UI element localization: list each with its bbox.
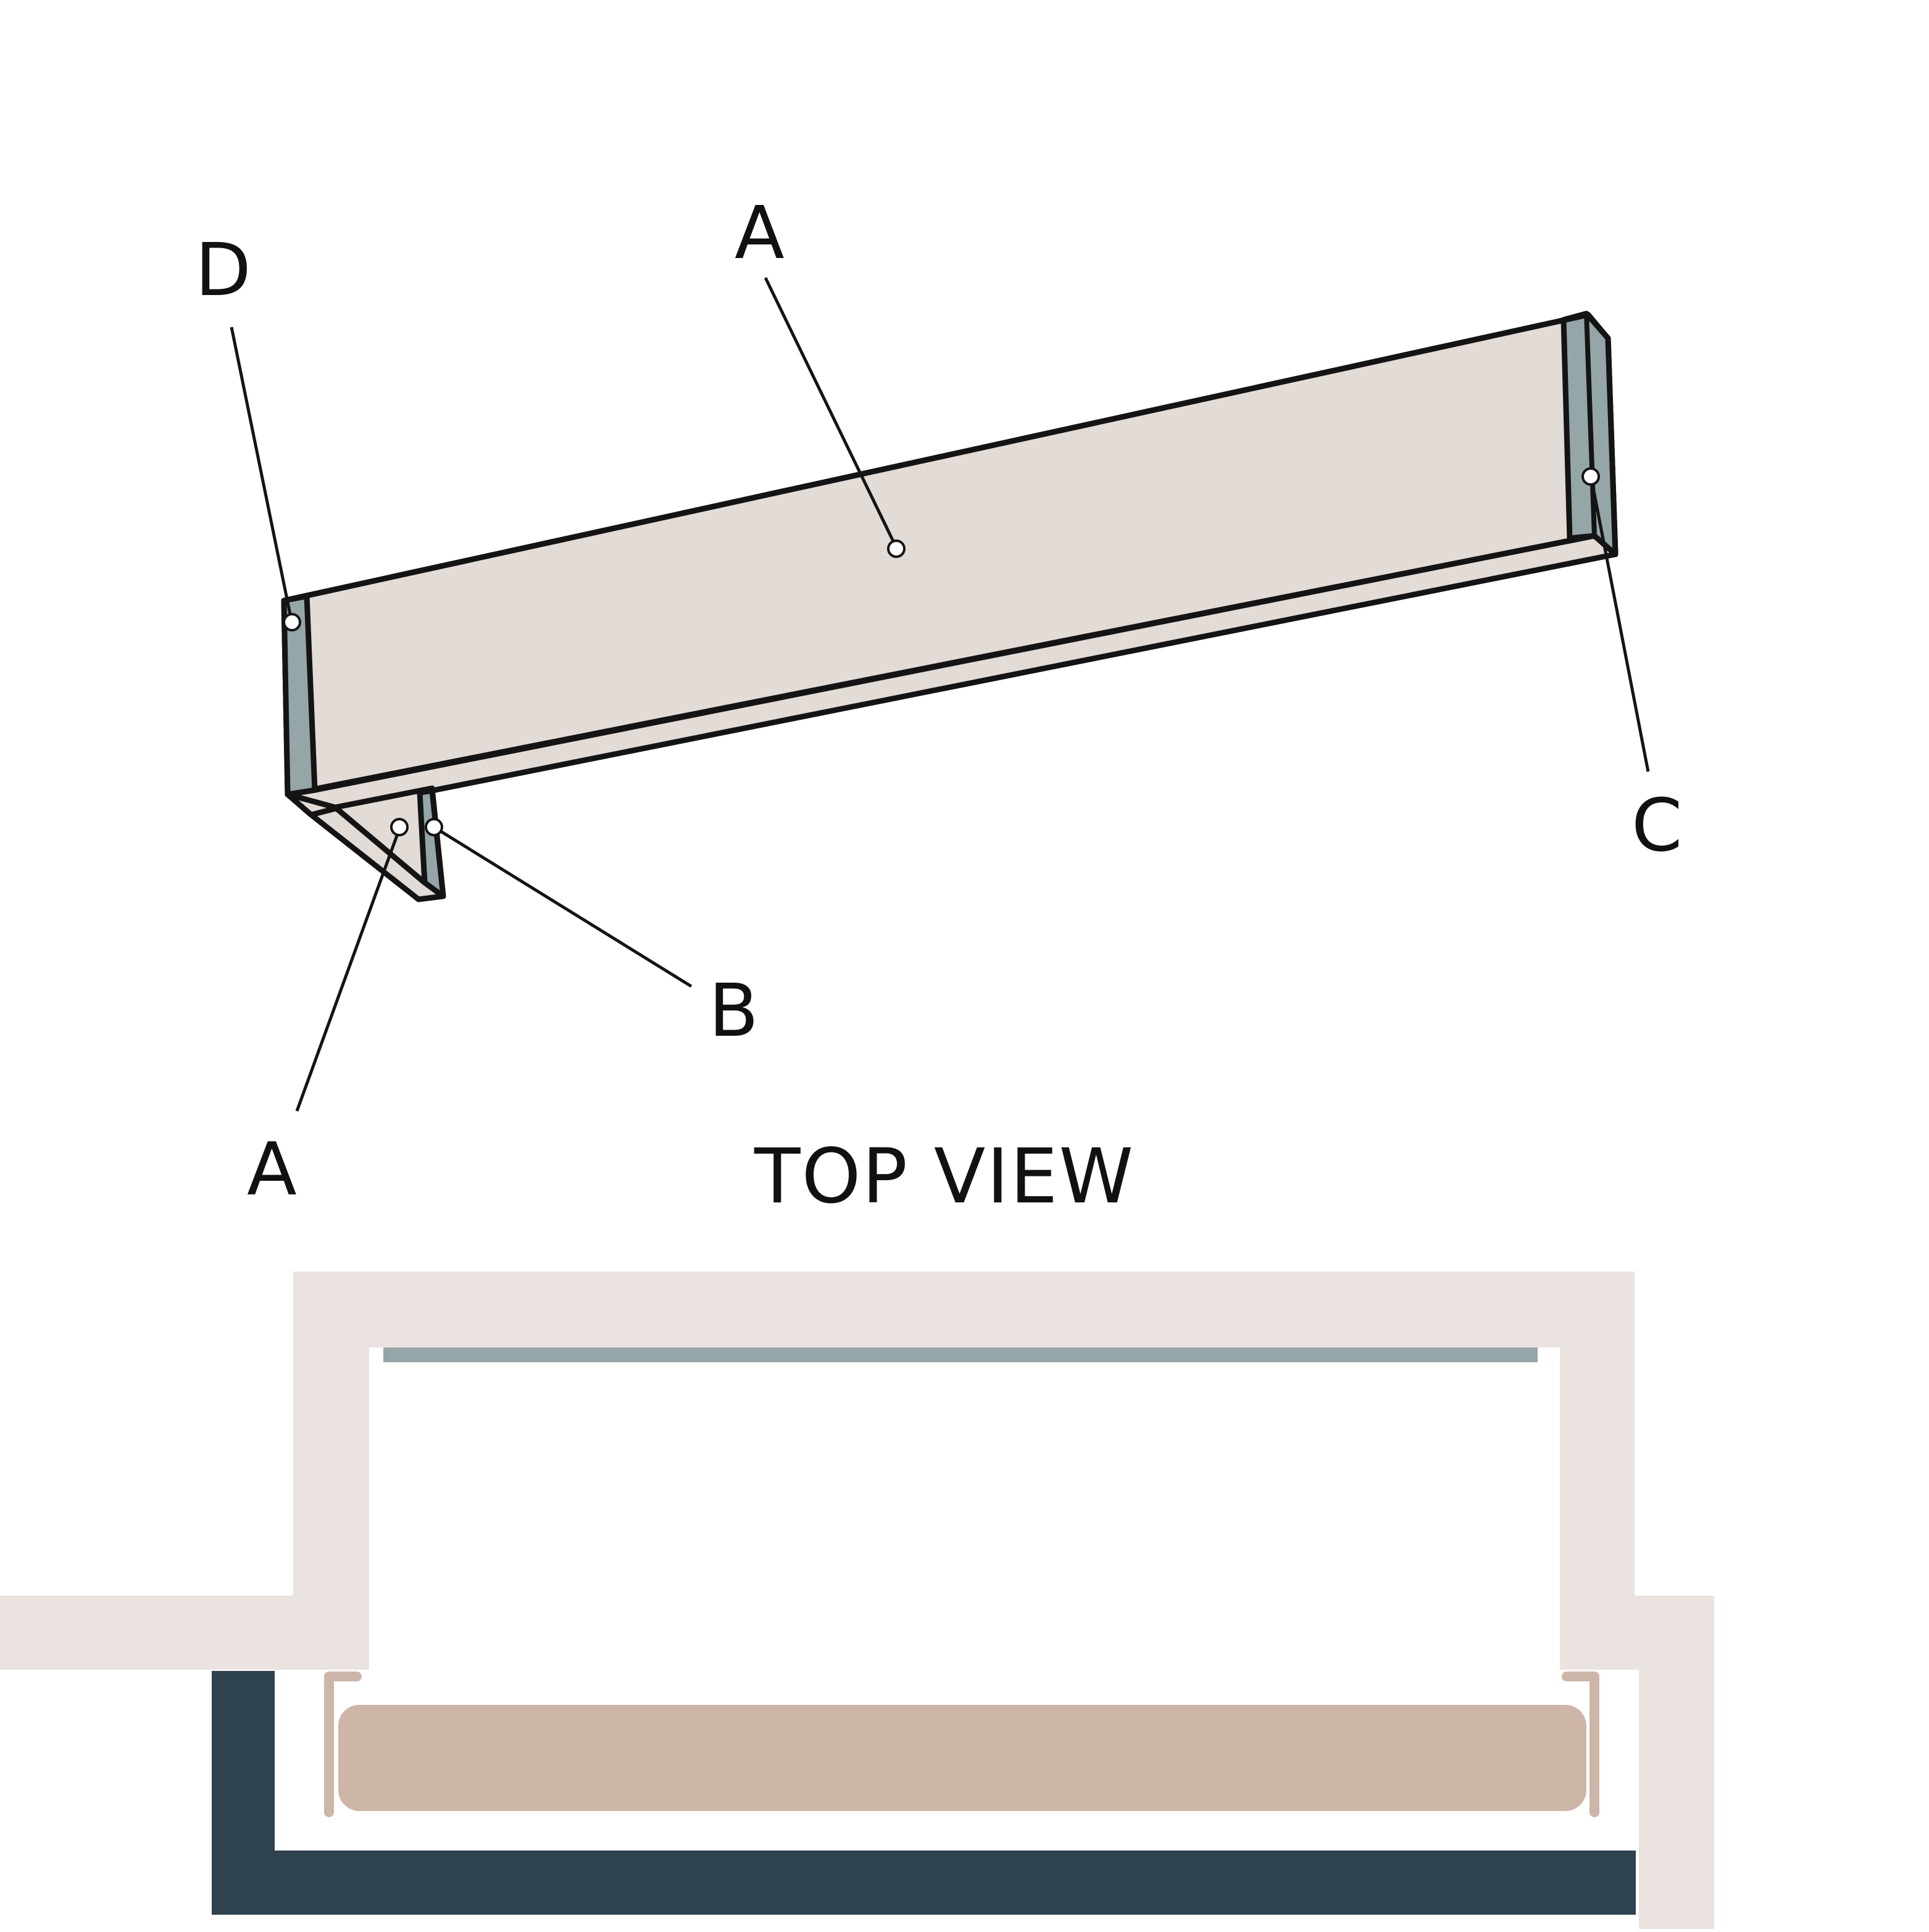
top-view-plan [0, 1272, 1714, 1929]
callout-markers [283, 467, 1600, 836]
marker-b [425, 818, 443, 836]
marker-a-bottom [390, 818, 409, 836]
callout-labels: D A C B A [195, 190, 1682, 1212]
leader-a-top [764, 277, 898, 549]
marker-c [1581, 467, 1600, 486]
cornice-bar [383, 1347, 1538, 1362]
leader-d [230, 327, 293, 621]
label-c: C [1631, 783, 1682, 868]
label-b: B [709, 968, 759, 1053]
front-face-inner-edge [312, 533, 1598, 793]
front-face-top-edge [281, 312, 1619, 604]
leader-a-bottom [295, 827, 402, 1112]
left-bracket [324, 1672, 362, 1817]
right-end-edge [1584, 311, 1597, 538]
right-bracket [1562, 1672, 1599, 1817]
window-frame [212, 1671, 1636, 1915]
return-leg-end [417, 788, 446, 899]
callout-leaders [230, 277, 1650, 1112]
marker-a-top [887, 539, 906, 558]
top-view-title: TOP VIEW [754, 1133, 1135, 1220]
label-a-top: A [735, 190, 785, 275]
shade-roll [338, 1705, 1586, 1811]
cornice-3d [281, 310, 1619, 902]
return-leg-inner-edge-2 [308, 806, 338, 818]
label-a-bottom: A [247, 1126, 297, 1212]
leader-c [1589, 475, 1650, 772]
leader-b [433, 825, 693, 988]
label-d: D [195, 227, 251, 312]
return-leg-inner-edge [332, 804, 428, 886]
wall-outline [0, 1272, 1714, 1929]
marker-d [283, 613, 301, 631]
